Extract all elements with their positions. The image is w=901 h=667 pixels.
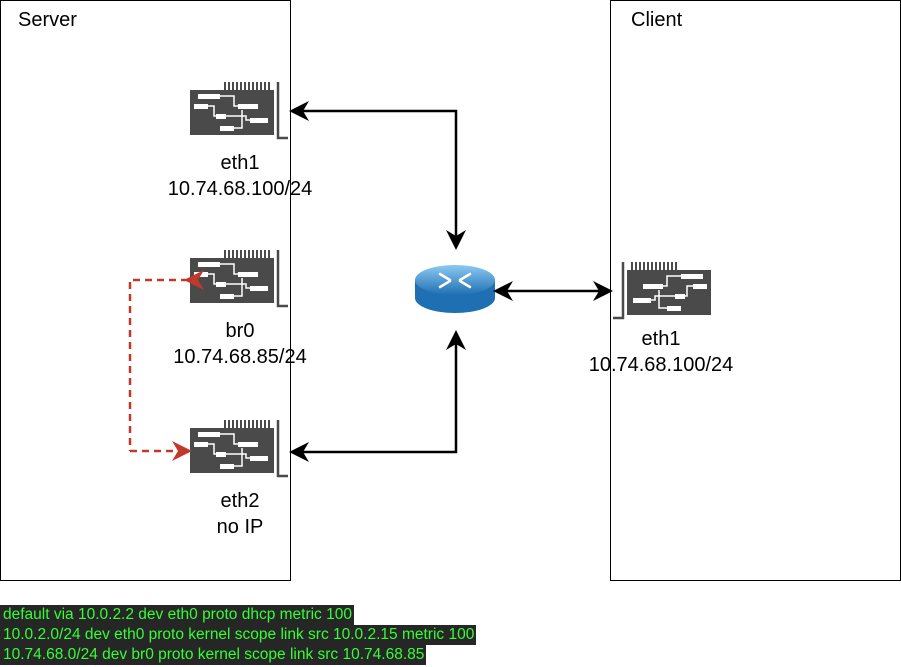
server-title: Server	[18, 9, 77, 31]
client-eth1-label: eth1 10.74.68.100/24	[541, 326, 781, 378]
link-router-eth2	[289, 330, 466, 462]
route-line: 10.0.2.0/24 dev eth0 proto kernel scope …	[0, 625, 477, 645]
server-br0-ip: 10.74.68.85/24	[173, 346, 307, 368]
server-br0-nic-icon	[188, 248, 290, 308]
client-eth1-name: eth1	[641, 328, 681, 350]
server-eth2-nic-icon	[188, 418, 290, 478]
route-line: 10.74.68.0/24 dev br0 proto kernel scope…	[0, 645, 427, 665]
router-icon	[415, 265, 495, 313]
route-line: default via 10.0.2.2 dev eth0 proto dhcp…	[0, 605, 354, 625]
client-title: Client	[631, 9, 683, 31]
server-eth2-label: eth2 no IP	[120, 488, 360, 540]
server-eth2-ip: no IP	[216, 516, 264, 538]
client-eth1-nic-icon	[611, 260, 713, 320]
server-br0-label: br0 10.74.68.85/24	[120, 318, 360, 370]
server-br0-name: br0	[225, 320, 255, 342]
server-eth2-name: eth2	[220, 490, 260, 512]
client-eth1-ip: 10.74.68.100/24	[588, 354, 734, 376]
server-eth1-name: eth1	[220, 152, 260, 174]
server-eth1-label: eth1 10.74.68.100/24	[120, 150, 360, 202]
server-eth1-ip: 10.74.68.100/24	[167, 178, 313, 200]
bridge-link-br0	[128, 270, 204, 451]
link-eth1-router	[289, 101, 466, 250]
server-eth1-nic-icon	[188, 80, 290, 140]
route-table: default via 10.0.2.2 dev eth0 proto dhcp…	[0, 605, 477, 665]
